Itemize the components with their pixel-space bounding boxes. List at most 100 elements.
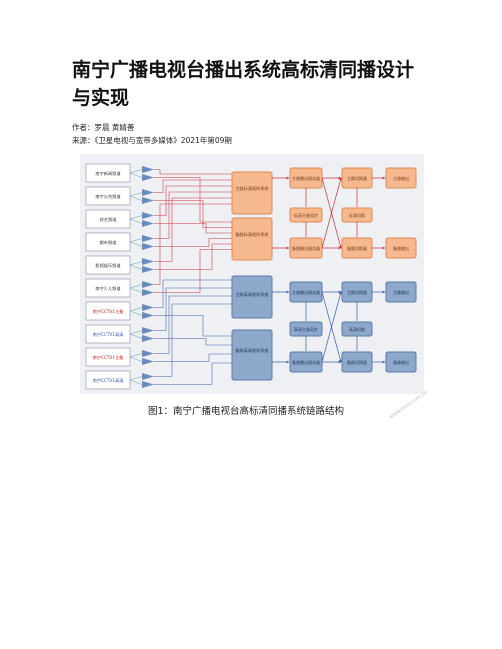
amplifier-icon bbox=[142, 335, 154, 342]
source-label: 南宁CCTV1高清 bbox=[93, 331, 124, 338]
amplifier-icon bbox=[142, 266, 154, 273]
sd-main-server-label: 主路播出服务器 bbox=[292, 175, 320, 181]
router-link bbox=[154, 362, 232, 385]
sd-backup-router-box bbox=[231, 217, 273, 261]
amplifier-icon bbox=[142, 174, 154, 181]
router-link bbox=[154, 203, 232, 285]
router-link bbox=[154, 169, 232, 175]
source-link bbox=[129, 307, 143, 312]
hd-main-server-label: 主路播出服务器 bbox=[292, 289, 320, 295]
router-link bbox=[154, 315, 232, 337]
source-link bbox=[129, 333, 143, 339]
hd-switch-label: 高清切换 bbox=[349, 326, 365, 332]
source-link bbox=[129, 356, 143, 362]
source-link bbox=[129, 310, 143, 316]
amplifier-icon bbox=[142, 166, 154, 173]
source-link bbox=[129, 238, 143, 243]
article-title: 南宁广播电视台播出系统高标清同播设计与实现 bbox=[72, 59, 415, 109]
router-link bbox=[154, 353, 232, 362]
source-link bbox=[129, 261, 143, 266]
sd-out-backup bbox=[385, 237, 417, 259]
source-label: 南宁少儿频道 bbox=[95, 285, 121, 292]
amplifier-icon bbox=[142, 327, 154, 334]
source-label: 影视娱乐频道 bbox=[95, 262, 121, 269]
source-link bbox=[129, 192, 143, 197]
router-link bbox=[154, 295, 232, 354]
sd-switch-main-label: 主路切换器 bbox=[347, 175, 367, 181]
source-label: 南宁CCTV1主备 bbox=[93, 308, 124, 315]
hd-main-router-box bbox=[231, 275, 273, 319]
router-link bbox=[154, 223, 232, 234]
router-link bbox=[154, 243, 232, 270]
router-link bbox=[154, 191, 232, 239]
hd-sync-label: 高清主备同步 bbox=[294, 326, 318, 332]
amplifier-icon bbox=[142, 381, 154, 388]
hd-out-backup bbox=[385, 351, 417, 373]
hd-backup-router-box bbox=[231, 329, 273, 381]
amplifier-icon bbox=[142, 373, 154, 380]
sd-sync-label: 标清主备同步 bbox=[294, 212, 318, 218]
system-link-diagram: 南宁新闻频道南宁公共频道综艺频道都市频道影视娱乐频道南宁少儿频道南宁CCTV1主… bbox=[80, 154, 424, 394]
hd-main-router-label: 主路高清矩阵系统 bbox=[235, 291, 269, 298]
source-label: 都市频道 bbox=[100, 239, 118, 246]
figure-caption: 图1：南宁广播电视台高标清同播系统链路结构 bbox=[148, 406, 345, 417]
router-link bbox=[154, 200, 232, 228]
router-link bbox=[154, 287, 232, 331]
router-link bbox=[154, 249, 232, 293]
source-link bbox=[129, 379, 143, 385]
amplifier-icon bbox=[142, 358, 154, 365]
sd-switch-label: 标清切换 bbox=[349, 212, 365, 218]
amplifier-icon bbox=[142, 281, 154, 288]
source-label: 南宁CCTV1主备 bbox=[93, 354, 124, 361]
router-link bbox=[154, 338, 232, 346]
watermark: www.zixin.com.cn bbox=[388, 389, 429, 421]
source-link bbox=[129, 264, 143, 270]
source-link bbox=[129, 376, 143, 381]
hd-switch-backup-label: 备路切换器 bbox=[347, 359, 367, 365]
amplifier-icon bbox=[142, 243, 154, 250]
sd-out-main bbox=[385, 167, 417, 189]
amplifier-icon bbox=[142, 189, 154, 196]
amplifier-icon bbox=[142, 350, 154, 357]
sd-switch-backup-label: 备路切换器 bbox=[347, 245, 367, 251]
sd-backup-router-label: 备路标清矩阵系统 bbox=[235, 231, 269, 238]
source-link bbox=[129, 330, 143, 335]
source-label: 南宁CCTV1高清 bbox=[93, 377, 124, 384]
amplifier-icon bbox=[142, 289, 154, 296]
amplifier-icon bbox=[142, 258, 154, 265]
source-link bbox=[129, 284, 143, 289]
source-link bbox=[129, 215, 143, 220]
source-link bbox=[129, 241, 143, 247]
hd-backup-router-label: 备路高清矩阵系统 bbox=[235, 347, 269, 354]
source-link bbox=[129, 172, 143, 178]
source-label: 综艺频道 bbox=[100, 216, 118, 223]
amplifier-icon bbox=[142, 312, 154, 319]
amplifier-icon bbox=[142, 197, 154, 204]
router-link bbox=[154, 177, 232, 223]
sd-main-router-label: 主路标清矩阵系统 bbox=[235, 185, 269, 192]
router-link bbox=[154, 279, 232, 308]
router-link bbox=[154, 179, 232, 193]
amplifier-icon bbox=[142, 220, 154, 227]
hd-backup-server-label: 备路播出服务器 bbox=[292, 359, 320, 365]
source-link bbox=[129, 195, 143, 201]
author-line: 作者：罗晨 黄婧善 bbox=[72, 123, 135, 132]
source-link bbox=[129, 169, 143, 174]
hd-out-main bbox=[385, 281, 417, 303]
hd-out-main-label: 主路输出 bbox=[393, 289, 409, 295]
source-link bbox=[129, 218, 143, 224]
sd-out-backup-label: 备路输出 bbox=[393, 245, 409, 251]
amplifier-icon bbox=[142, 235, 154, 242]
source-label: 南宁公共频道 bbox=[95, 193, 121, 200]
sd-out-main-label: 主路输出 bbox=[393, 175, 409, 181]
sd-main-router-box bbox=[231, 171, 273, 215]
source-link bbox=[129, 287, 143, 293]
amplifier-icon bbox=[142, 304, 154, 311]
sd-backup-server-label: 备路播出服务器 bbox=[292, 245, 320, 251]
router-link bbox=[154, 238, 232, 247]
router-link bbox=[154, 303, 232, 377]
amplifier-icon bbox=[142, 212, 154, 219]
hd-switch-main-label: 主路切换器 bbox=[347, 289, 367, 295]
source-line: 来源：《卫星电视与宽带多媒体》2021年第09期 bbox=[72, 136, 232, 145]
source-label: 南宁新闻频道 bbox=[95, 170, 121, 177]
